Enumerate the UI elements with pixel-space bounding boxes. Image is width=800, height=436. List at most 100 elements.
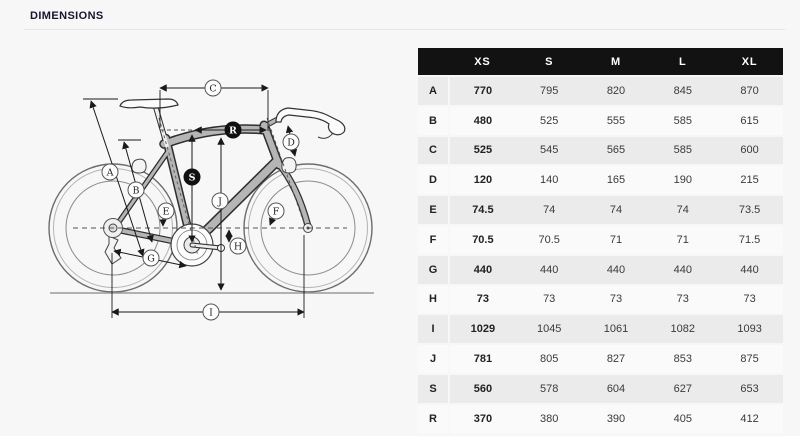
label-b: B	[127, 181, 145, 199]
label-a: A	[101, 163, 119, 181]
cell-value: 73	[649, 284, 717, 316]
svg-text:G: G	[147, 253, 155, 264]
col-header-s: S	[515, 48, 583, 77]
cell-value: 440	[515, 254, 583, 286]
cell-value: 70.5	[515, 224, 583, 256]
size-table-header-row: XS S M L XL	[418, 48, 783, 77]
row-label: B	[418, 105, 450, 137]
corner-cell	[418, 48, 449, 77]
svg-text:D: D	[287, 137, 295, 148]
cell-value: 845	[649, 76, 717, 107]
cell-value: 555	[582, 105, 650, 137]
cell-value: 770	[449, 76, 516, 107]
cell-value: 74	[582, 195, 650, 226]
cell-value: 870	[716, 76, 783, 107]
col-header-xs: XS	[449, 48, 516, 77]
label-i: I	[202, 303, 220, 321]
bike-geometry-diagram: A B C D E F G H I J S R	[30, 55, 410, 365]
cell-value: 71.5	[716, 224, 783, 256]
row-label: H	[418, 284, 450, 316]
row-label: F	[418, 224, 450, 256]
cell-value: 71	[582, 224, 650, 256]
cell-value: 73	[716, 284, 783, 316]
cell-value: 875	[716, 344, 783, 375]
cell-value: 74	[649, 195, 717, 226]
row-label: D	[418, 165, 450, 197]
cell-value: 1061	[582, 314, 650, 346]
cell-value: 74.5	[449, 195, 516, 226]
cell-value: 820	[582, 76, 650, 107]
col-header-m: M	[582, 48, 650, 77]
cell-value: 440	[449, 254, 516, 286]
cell-value: 827	[582, 344, 650, 375]
label-s: S	[183, 168, 201, 186]
cell-value: 627	[649, 373, 717, 405]
row-label: J	[418, 344, 450, 375]
cell-value: 140	[515, 165, 583, 197]
cell-value: 604	[582, 373, 650, 405]
svg-text:C: C	[209, 83, 216, 94]
label-j: J	[211, 192, 229, 210]
cell-value: 585	[649, 105, 717, 137]
cell-value: 1045	[515, 314, 583, 346]
cell-value: 215	[716, 165, 783, 197]
svg-text:J: J	[217, 196, 222, 207]
row-label: R	[418, 403, 450, 435]
cell-value: 615	[716, 105, 783, 137]
cell-value: 412	[716, 403, 783, 435]
cell-value: 71	[649, 224, 717, 256]
cell-value: 70.5	[449, 224, 516, 256]
row-label: S	[418, 373, 450, 405]
svg-text:S: S	[189, 172, 196, 183]
cell-value: 73	[449, 284, 516, 316]
row-label: E	[418, 195, 450, 226]
label-d: D	[282, 133, 300, 151]
cell-value: 390	[582, 403, 650, 435]
cell-value: 73.5	[716, 195, 783, 226]
cell-value: 525	[449, 135, 516, 167]
section-divider	[24, 29, 785, 30]
svg-text:H: H	[234, 241, 242, 252]
label-h: H	[229, 237, 247, 255]
cell-value: 190	[649, 165, 717, 197]
svg-text:B: B	[133, 185, 140, 196]
col-header-xl: XL	[716, 48, 783, 77]
dimension-labels: A B C D E F G H I J S R	[101, 79, 300, 321]
row-label: I	[418, 314, 450, 346]
cell-value: 781	[449, 344, 516, 375]
svg-text:R: R	[229, 125, 237, 136]
saddle	[119, 98, 179, 109]
cell-value: 578	[515, 373, 583, 405]
cell-value: 805	[515, 344, 583, 375]
cell-value: 1082	[649, 314, 717, 346]
label-r: R	[224, 121, 242, 139]
cell-value: 795	[515, 76, 583, 107]
cell-value: 440	[716, 254, 783, 286]
col-header-l: L	[649, 48, 717, 77]
svg-text:A: A	[106, 167, 114, 178]
cell-value: 525	[515, 105, 583, 137]
cell-value: 1093	[716, 314, 783, 346]
cell-value: 480	[449, 105, 516, 137]
rear-brake	[131, 158, 147, 174]
cell-value: 565	[582, 135, 650, 167]
cell-value: 560	[449, 373, 516, 405]
page-title: DIMENSIONS	[30, 10, 104, 22]
rear-derailleur	[104, 235, 122, 265]
row-label: C	[418, 135, 450, 167]
cell-value: 73	[515, 284, 583, 316]
svg-text:E: E	[163, 206, 170, 217]
svg-text:I: I	[209, 307, 213, 318]
cell-value: 405	[649, 403, 717, 435]
